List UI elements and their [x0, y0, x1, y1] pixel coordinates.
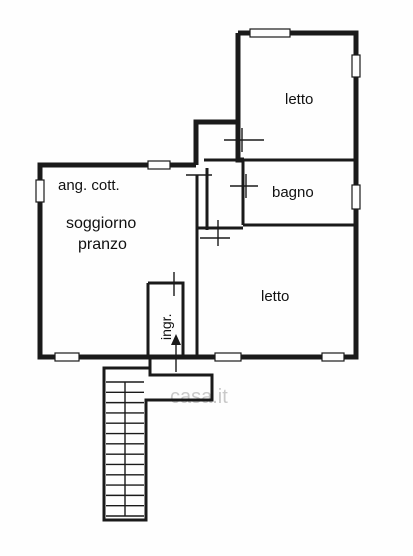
room-label-letto-bottom: letto: [261, 288, 289, 305]
room-label-ingr: ingr.: [158, 314, 174, 340]
room-label-soggiorno: soggiorno: [66, 215, 136, 232]
door-marks: [173, 128, 264, 296]
room-label-ang-cott: ang. cott.: [58, 177, 120, 194]
entrance-arrow-icon: [171, 334, 181, 372]
room-labels: letto bagno ang. cott. soggiorno pranzo …: [58, 91, 314, 340]
room-label-pranzo: pranzo: [78, 236, 127, 253]
staircase: [102, 357, 214, 522]
room-label-bagno: bagno: [272, 184, 314, 201]
watermark: casa.it: [170, 386, 228, 408]
inner-walls: [146, 158, 356, 357]
room-label-letto-top: letto: [285, 91, 313, 108]
windows: [35, 28, 361, 362]
